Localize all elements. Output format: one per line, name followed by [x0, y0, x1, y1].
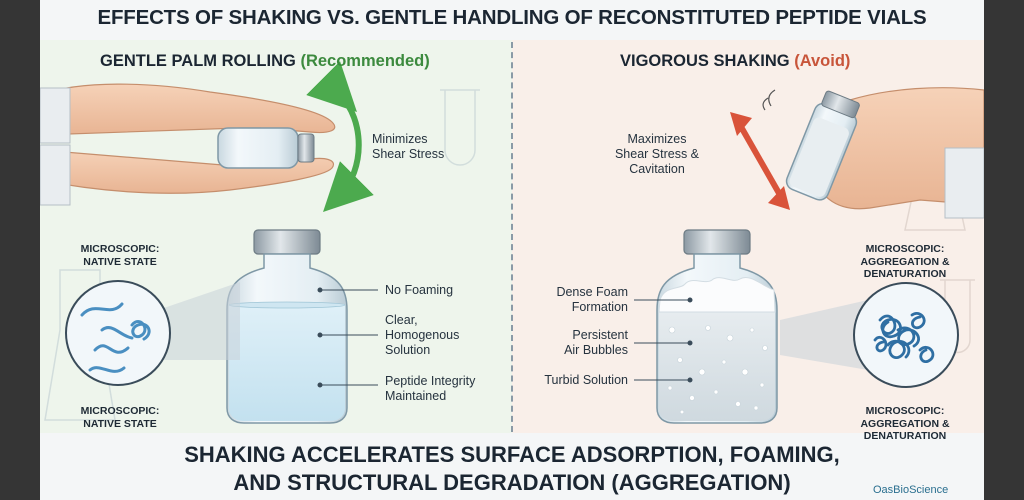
infographic-canvas: EFFECTS OF SHAKING VS. GENTLE HANDLING O…	[40, 0, 984, 500]
callout-air-bubbles: Persistent Air Bubbles	[564, 328, 628, 357]
recommended-tag: (Recommended)	[300, 52, 430, 70]
callout-no-foaming: No Foaming	[385, 283, 454, 297]
rolling-motion-arrow	[306, 61, 374, 212]
gentle-heading: GENTLE PALM ROLLING (Recommended)	[100, 52, 430, 71]
aggregation-label-top: MICROSCOPIC: AGGREGATION & DENATURATION	[860, 243, 950, 280]
page-title: EFFECTS OF SHAKING VS. GENTLE HANDLING O…	[97, 6, 927, 29]
rolling-hands-illustration	[40, 83, 336, 206]
illustration-art	[40, 61, 984, 424]
shake-motion-arrow	[730, 89, 790, 210]
native-state-label-bottom: MICROSCOPIC: NATIVE STATE	[80, 405, 160, 430]
callout-integrity: Peptide Integrity Maintained	[385, 374, 476, 403]
native-state-label-top: MICROSCOPIC: NATIVE STATE	[80, 243, 160, 268]
foamy-vial	[656, 229, 778, 424]
background-glassware-left	[44, 89, 480, 421]
minimizes-shear-label: Minimizes Shear Stress	[372, 132, 445, 161]
conclusion-banner: SHAKING ACCELERATES SURFACE ADSORPTION, …	[184, 442, 840, 495]
callout-dense-foam: Dense Foam Formation	[556, 285, 628, 314]
callout-clear-solution: Clear, Homogenous Solution	[385, 313, 460, 357]
right-letterbox	[984, 0, 1024, 500]
shaking-hand-illustration	[785, 87, 984, 219]
aggregation-label-bottom: MICROSCOPIC: AGGREGATION & DENATURATION	[860, 405, 950, 442]
callout-lines	[317, 287, 693, 388]
brand-logo: OasBioScience	[873, 484, 949, 496]
avoid-tag: (Avoid)	[794, 52, 851, 70]
maximizes-shear-label: Maximizes Shear Stress & Cavitation	[614, 132, 700, 176]
shaking-heading-text: VIGOROUS SHAKING	[620, 52, 790, 70]
left-letterbox	[0, 0, 40, 500]
callout-turbid: Turbid Solution	[544, 373, 628, 387]
panel-divider	[511, 42, 513, 432]
aggregation-magnifier	[780, 282, 959, 388]
gentle-heading-text: GENTLE PALM ROLLING	[100, 52, 296, 70]
native-state-magnifier	[65, 280, 240, 386]
shaking-heading: VIGOROUS SHAKING (Avoid)	[620, 52, 850, 71]
clear-vial	[226, 229, 348, 424]
